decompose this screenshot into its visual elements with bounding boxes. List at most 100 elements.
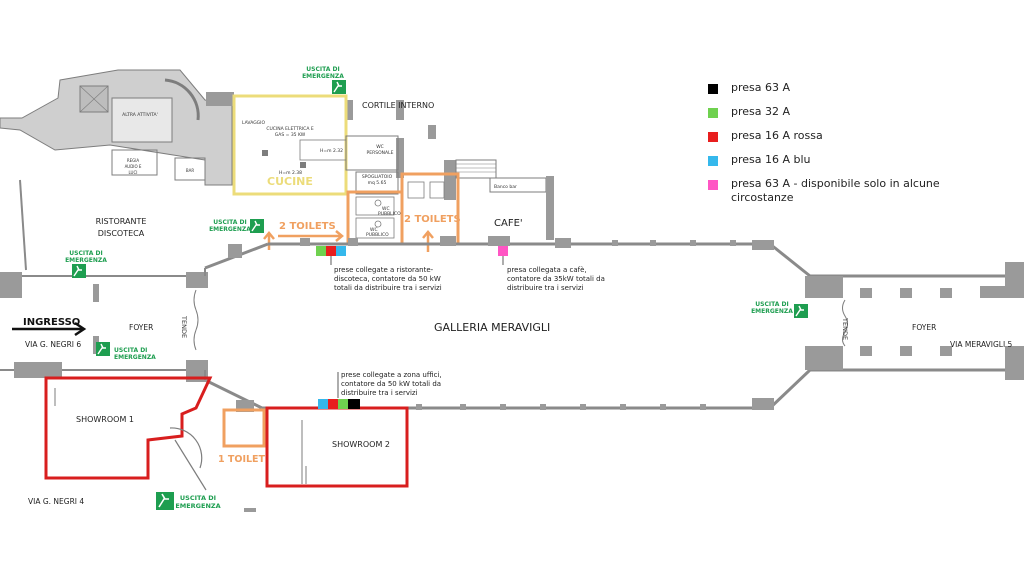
- entrance-label: INGRESSO: [23, 317, 80, 328]
- sockets-uffici: [318, 399, 360, 409]
- foyer-right-label: FOYER: [912, 323, 936, 332]
- legend-label: presa 16 A blu: [731, 153, 811, 166]
- lavaggio-label: LAVAGGIO: [242, 120, 265, 126]
- note-ristorante-2: discoteca, contatore da 50 kW: [334, 275, 441, 283]
- regia-label-2: AUDIO E: [125, 164, 142, 169]
- street-negri4: VIA G. NEGRI 4: [28, 497, 84, 506]
- exit-sign-foyer-bottom: [96, 342, 110, 356]
- entrance-arrow: [12, 321, 87, 337]
- regia-label-3: LUCI: [129, 170, 138, 175]
- legend-label: presa 16 A rossa: [731, 129, 823, 142]
- showroom2-label: SHOWROOM 2: [332, 440, 390, 449]
- tende-right-label: TENDE: [841, 317, 849, 340]
- toilet-arrows: [263, 230, 434, 252]
- exit-showroom-label-2: EMERGENZA: [175, 502, 220, 510]
- socket-green: [316, 246, 326, 256]
- wc-pubblico2-label-1: WC: [370, 227, 378, 233]
- showroom1-label: SHOWROOM 1: [76, 415, 134, 424]
- street-meravigli5: VIA MERAVIGLI 5: [950, 340, 1013, 349]
- exit-ristorante-label-1: USCITA DI: [213, 219, 246, 226]
- socket-blue: [318, 399, 328, 409]
- wc-pubblico1-label-1: WC: [382, 206, 390, 212]
- banco-bar-label: Banco bar: [494, 184, 517, 190]
- upper-building: [0, 69, 234, 186]
- legend-swatch: [708, 156, 718, 166]
- tende-left-label: TENDE: [180, 315, 188, 338]
- ristorante-label-1: RISTORANTE: [96, 217, 147, 226]
- wc-personale-label-2: PERSONALE: [367, 150, 394, 156]
- cucine-label: CUCINE: [267, 175, 313, 188]
- socket-black: [348, 399, 360, 409]
- legend-item: presa 32 A: [708, 104, 1008, 128]
- exit-sign-ristorante: [250, 219, 264, 233]
- galleria-label: GALLERIA MERAVIGLI: [434, 321, 550, 334]
- toilets-right-label: 2 TOILETS: [404, 214, 461, 225]
- socket-red: [326, 246, 336, 256]
- exit-sign-foyer-top: [72, 264, 86, 278]
- exit-sign-showroom: [156, 492, 174, 510]
- courtyard-walls: [345, 100, 554, 240]
- exit-top-label-1: USCITA DI: [306, 66, 339, 73]
- exit-sign-top: [332, 80, 346, 94]
- single-toilet-outline: [222, 408, 266, 448]
- note-uffici-3: distribuire tra i servizi: [341, 389, 418, 397]
- note-cafe-3: distribuire tra i servizi: [507, 284, 584, 292]
- socket-red: [328, 399, 338, 409]
- socket-pink: [498, 246, 508, 256]
- exit-foyer-top-label-1: USCITA DI: [69, 250, 102, 257]
- exit-right-label-2: EMERGENZA: [751, 308, 793, 315]
- right-foyer-walls: [805, 262, 1024, 380]
- single-toilet-label: 1 TOILET: [218, 454, 266, 465]
- spogliatoio-label-1: SPOGLIATOIO: [362, 174, 393, 180]
- legend-label: presa 63 A: [731, 81, 791, 94]
- service-rooms: [345, 135, 399, 195]
- legend: presa 63 A presa 32 A presa 16 A rossa p…: [708, 80, 1008, 210]
- cortile-label: CORTILE INTERNO: [362, 101, 434, 110]
- foyer-left-label: FOYER: [129, 323, 153, 332]
- exit-showroom-label-1: USCITA DI: [180, 494, 216, 502]
- sockets-ristorante: [316, 246, 346, 256]
- note-cafe-2: contatore da 35kW totali da: [507, 275, 605, 283]
- legend-item: presa 63 A: [708, 80, 1008, 104]
- cucina-elettrica-label-1: CUCINA ELETTRICA E: [266, 126, 313, 132]
- legend-swatch: [708, 132, 718, 142]
- exit-right-label-1: USCITA DI: [755, 301, 788, 308]
- exit-foyer-bottom-label-2: EMERGENZA: [114, 354, 156, 361]
- bar-label: BAR: [186, 168, 194, 173]
- legend-label: presa 32 A: [731, 105, 791, 118]
- legend-item: presa 16 A blu: [708, 152, 1008, 176]
- regia-label-1: REGIA: [127, 158, 140, 163]
- wc-pubblico2-label-2: PUBBLICO: [366, 232, 389, 238]
- exit-sign-right: [794, 304, 808, 318]
- note-ristorante-3: totali da distribuire tra i servizi: [334, 284, 442, 292]
- note-uffici-1: prese collegate a zona uffici,: [341, 371, 442, 379]
- h-wc-label: H=m 2.32: [320, 148, 343, 154]
- cucina-elettrica-label-2: GAS = 35 KW: [275, 132, 306, 138]
- note-cafe-1: presa collegata a cafè,: [507, 266, 587, 274]
- wc-personale-label-1: WC: [376, 144, 384, 150]
- exit-ristorante-label-2: EMERGENZA: [209, 226, 251, 233]
- note-ristorante-1: prese collegate a ristorante-: [334, 266, 434, 274]
- spogliatoio-label-2: mq 5.65: [368, 180, 387, 186]
- cafe-label: CAFE': [494, 218, 523, 229]
- altra-attivita-label: ALTRA ATTIVITA': [122, 112, 158, 118]
- showroom1-outline: [44, 376, 213, 480]
- socket-green: [338, 399, 348, 409]
- toilets-left-label: 2 TOILETS: [279, 221, 336, 232]
- legend-swatch: [708, 84, 718, 94]
- legend-item: presa 16 A rossa: [708, 128, 1008, 152]
- legend-swatch: [708, 180, 718, 190]
- wc-pubblico1-label-2: PUBBLICO: [378, 211, 401, 217]
- socket-blue: [336, 246, 346, 256]
- note-uffici-2: contatore da 50 kW totali da: [341, 380, 441, 388]
- h-cucina-label: H=m 2.38: [279, 170, 302, 176]
- legend-swatch: [708, 108, 718, 118]
- sockets-cafe: [498, 246, 508, 256]
- ristorante-label-2: DISCOTECA: [98, 229, 145, 238]
- exit-top-label-2: EMERGENZA: [302, 73, 344, 80]
- exit-foyer-bottom-label-1: USCITA DI: [114, 347, 147, 354]
- street-negri6: VIA G. NEGRI 6: [25, 340, 81, 349]
